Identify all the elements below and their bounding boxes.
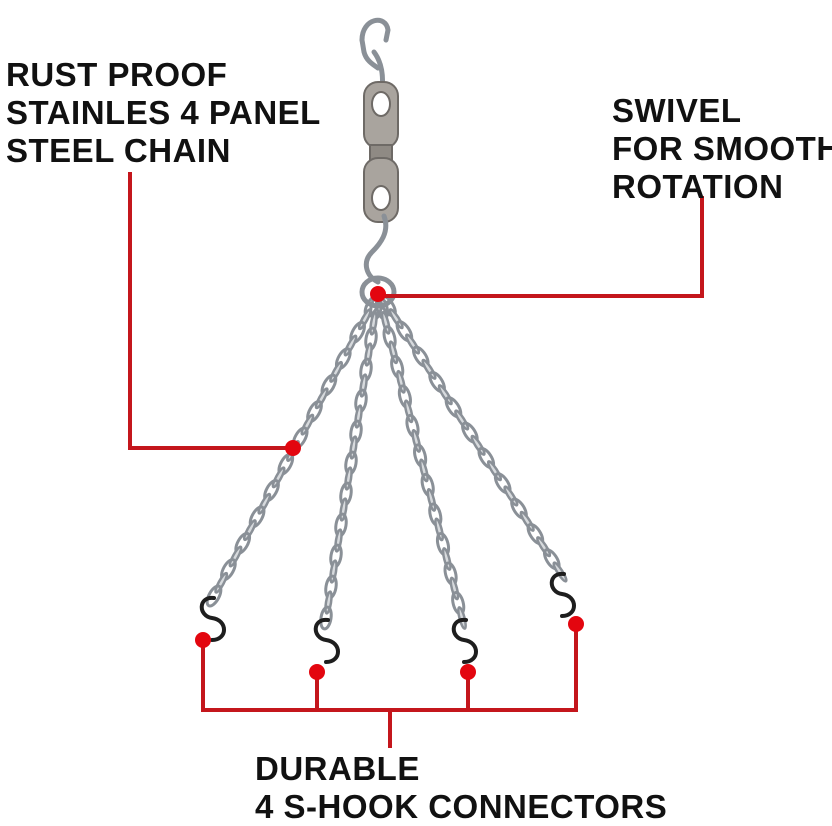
label-chain-line-1: RUST PROOF: [6, 56, 228, 93]
chain-link: [486, 460, 503, 482]
chain-link: [314, 387, 329, 410]
chain-link: [300, 413, 315, 436]
chain-link: [503, 485, 519, 507]
label-swivel: SWIVEL FOR SMOOTH ROTATION: [612, 92, 832, 206]
chain-link: [405, 333, 421, 355]
bottom-s-hook: [451, 617, 478, 664]
bottom-hooks-group: [199, 571, 576, 664]
callout-hooks-line: [201, 622, 578, 712]
chain-link: [449, 576, 460, 601]
dot-hook-2: [309, 664, 325, 680]
dot-hook-3: [460, 664, 476, 680]
callout-chain-line: [128, 172, 293, 450]
chain-link: [319, 605, 333, 631]
chain-link: [388, 308, 404, 330]
dot-swivel: [370, 286, 386, 302]
bottom-s-hook: [199, 595, 226, 642]
label-chain-line-2: STAINLES 4 PANEL: [6, 93, 321, 131]
chain-link: [242, 519, 257, 542]
chain-link: [257, 492, 272, 515]
label-hooks-line-2: 4 S-HOOK CONNECTORS: [255, 787, 668, 825]
bottom-s-hook: [549, 571, 576, 618]
callout-lines: [128, 172, 704, 748]
callout-swivel-line: [378, 196, 704, 298]
middle-s-hook: [363, 213, 389, 285]
chain-link: [441, 547, 452, 571]
swivel: [363, 81, 399, 223]
bottom-s-hook: [313, 617, 340, 664]
chain-link: [454, 409, 470, 431]
label-swivel-line-2: FOR SMOOTH: [612, 129, 832, 167]
chain-link: [418, 458, 429, 483]
chain-link: [536, 536, 552, 558]
label-hooks: DURABLE 4 S-HOOK CONNECTORS: [255, 750, 667, 826]
chain-link: [214, 571, 229, 594]
label-swivel-line-1: SWIVEL: [612, 92, 742, 129]
dot-hook-4: [568, 616, 584, 632]
chain-link: [205, 584, 223, 608]
dot-chain: [285, 440, 301, 456]
chain-link: [411, 428, 422, 453]
label-swivel-line-3: ROTATION: [612, 167, 784, 205]
chain-link: [329, 360, 344, 383]
chain-link: [271, 466, 286, 489]
label-hooks-line-1: DURABLE: [255, 750, 420, 787]
callout-dots: [195, 286, 584, 680]
chain-link: [421, 358, 437, 380]
chain-link: [228, 545, 243, 568]
chain-link: [519, 510, 535, 532]
chain-link: [437, 384, 453, 406]
chain-link: [343, 334, 358, 357]
chain-link: [470, 434, 486, 456]
chains-group: [205, 294, 568, 631]
dot-hook-1: [195, 632, 211, 648]
label-chain: RUST PROOF STAINLES 4 PANEL STEEL CHAIN: [6, 56, 321, 170]
chain-link: [388, 340, 399, 365]
label-chain-line-3: STEEL CHAIN: [6, 131, 231, 169]
